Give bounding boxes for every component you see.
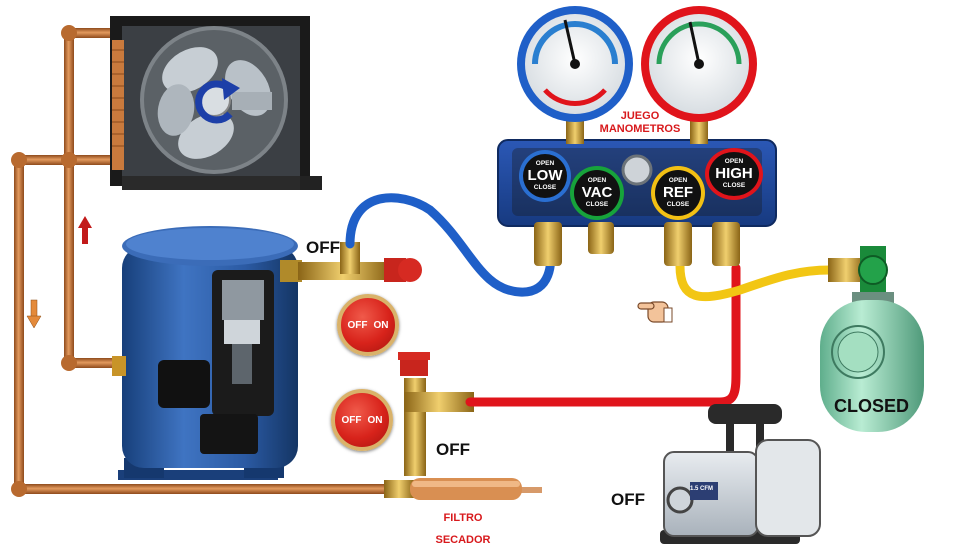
discharge-switch-on-label: ON (367, 414, 383, 426)
knob-ref-close-label: CLOSE (666, 201, 690, 208)
off-label-discharge: OFF (436, 440, 470, 459)
rotation-arrow-icon (195, 78, 240, 124)
pump-badge: 1.5 CFM (690, 486, 714, 492)
knob-low[interactable]: OPEN LOW CLOSE (519, 150, 571, 202)
blue-hose (345, 193, 556, 297)
knob-high-open-label: OPEN (724, 158, 744, 165)
knob-vac[interactable]: OPEN VAC CLOSE (570, 166, 624, 220)
discharge-switch-off-label: OFF (341, 414, 362, 426)
knob-ref[interactable]: OPEN REF CLOSE (651, 166, 705, 220)
yellow-hose (675, 261, 835, 302)
refrigerant-tank (820, 246, 924, 432)
manifold-ports (534, 222, 740, 266)
knob-high-name: HIGH (715, 165, 753, 182)
filter-title: FILTRO SECADOR (428, 512, 498, 547)
discharge-valve-switch[interactable]: OFF ON (331, 389, 393, 451)
knob-ref-open-label: OPEN (668, 177, 688, 184)
off-label-suction: OFF (306, 238, 340, 257)
off-label-pump: OFF (611, 490, 645, 509)
filter-title-line2: SECADOR (435, 534, 491, 546)
knob-high[interactable]: OPEN HIGH CLOSE (705, 148, 763, 200)
compressor (112, 226, 302, 480)
knob-low-close-label: CLOSE (533, 184, 557, 191)
knob-low-open-label: OPEN (535, 160, 555, 167)
pointing-hand-icon (637, 301, 673, 323)
vacuum-pump (660, 404, 821, 544)
high-pressure-gauge (641, 6, 757, 144)
filter-title-line1: FILTRO (443, 512, 483, 524)
suction-switch-on-label: ON (373, 319, 389, 331)
suction-switch-off-label: OFF (347, 319, 368, 331)
suction-valve-switch[interactable]: OFF ON (337, 294, 399, 356)
manifold-title: JUEGO MANOMETROS (598, 110, 682, 136)
red-hose (465, 263, 741, 407)
up-arrow-icon (78, 216, 92, 244)
service-valve-suction[interactable] (298, 242, 422, 282)
knob-high-close-label: CLOSE (722, 182, 746, 189)
manifold-title-line2: MANOMETROS (599, 123, 681, 135)
knob-ref-name: REF (663, 184, 693, 201)
knob-vac-name: VAC (581, 184, 613, 201)
filter-drier (384, 478, 522, 500)
closed-label: CLOSED (834, 396, 910, 416)
service-valve-discharge[interactable] (398, 352, 474, 476)
knob-vac-close-label: CLOSE (585, 201, 609, 208)
low-pressure-gauge (517, 6, 633, 144)
knob-low-name: LOW (527, 167, 563, 184)
down-arrow-icon (26, 299, 42, 329)
manifold-title-line1: JUEGO (620, 110, 660, 122)
copper-piping (11, 25, 542, 497)
knob-vac-open-label: OPEN (587, 177, 607, 184)
